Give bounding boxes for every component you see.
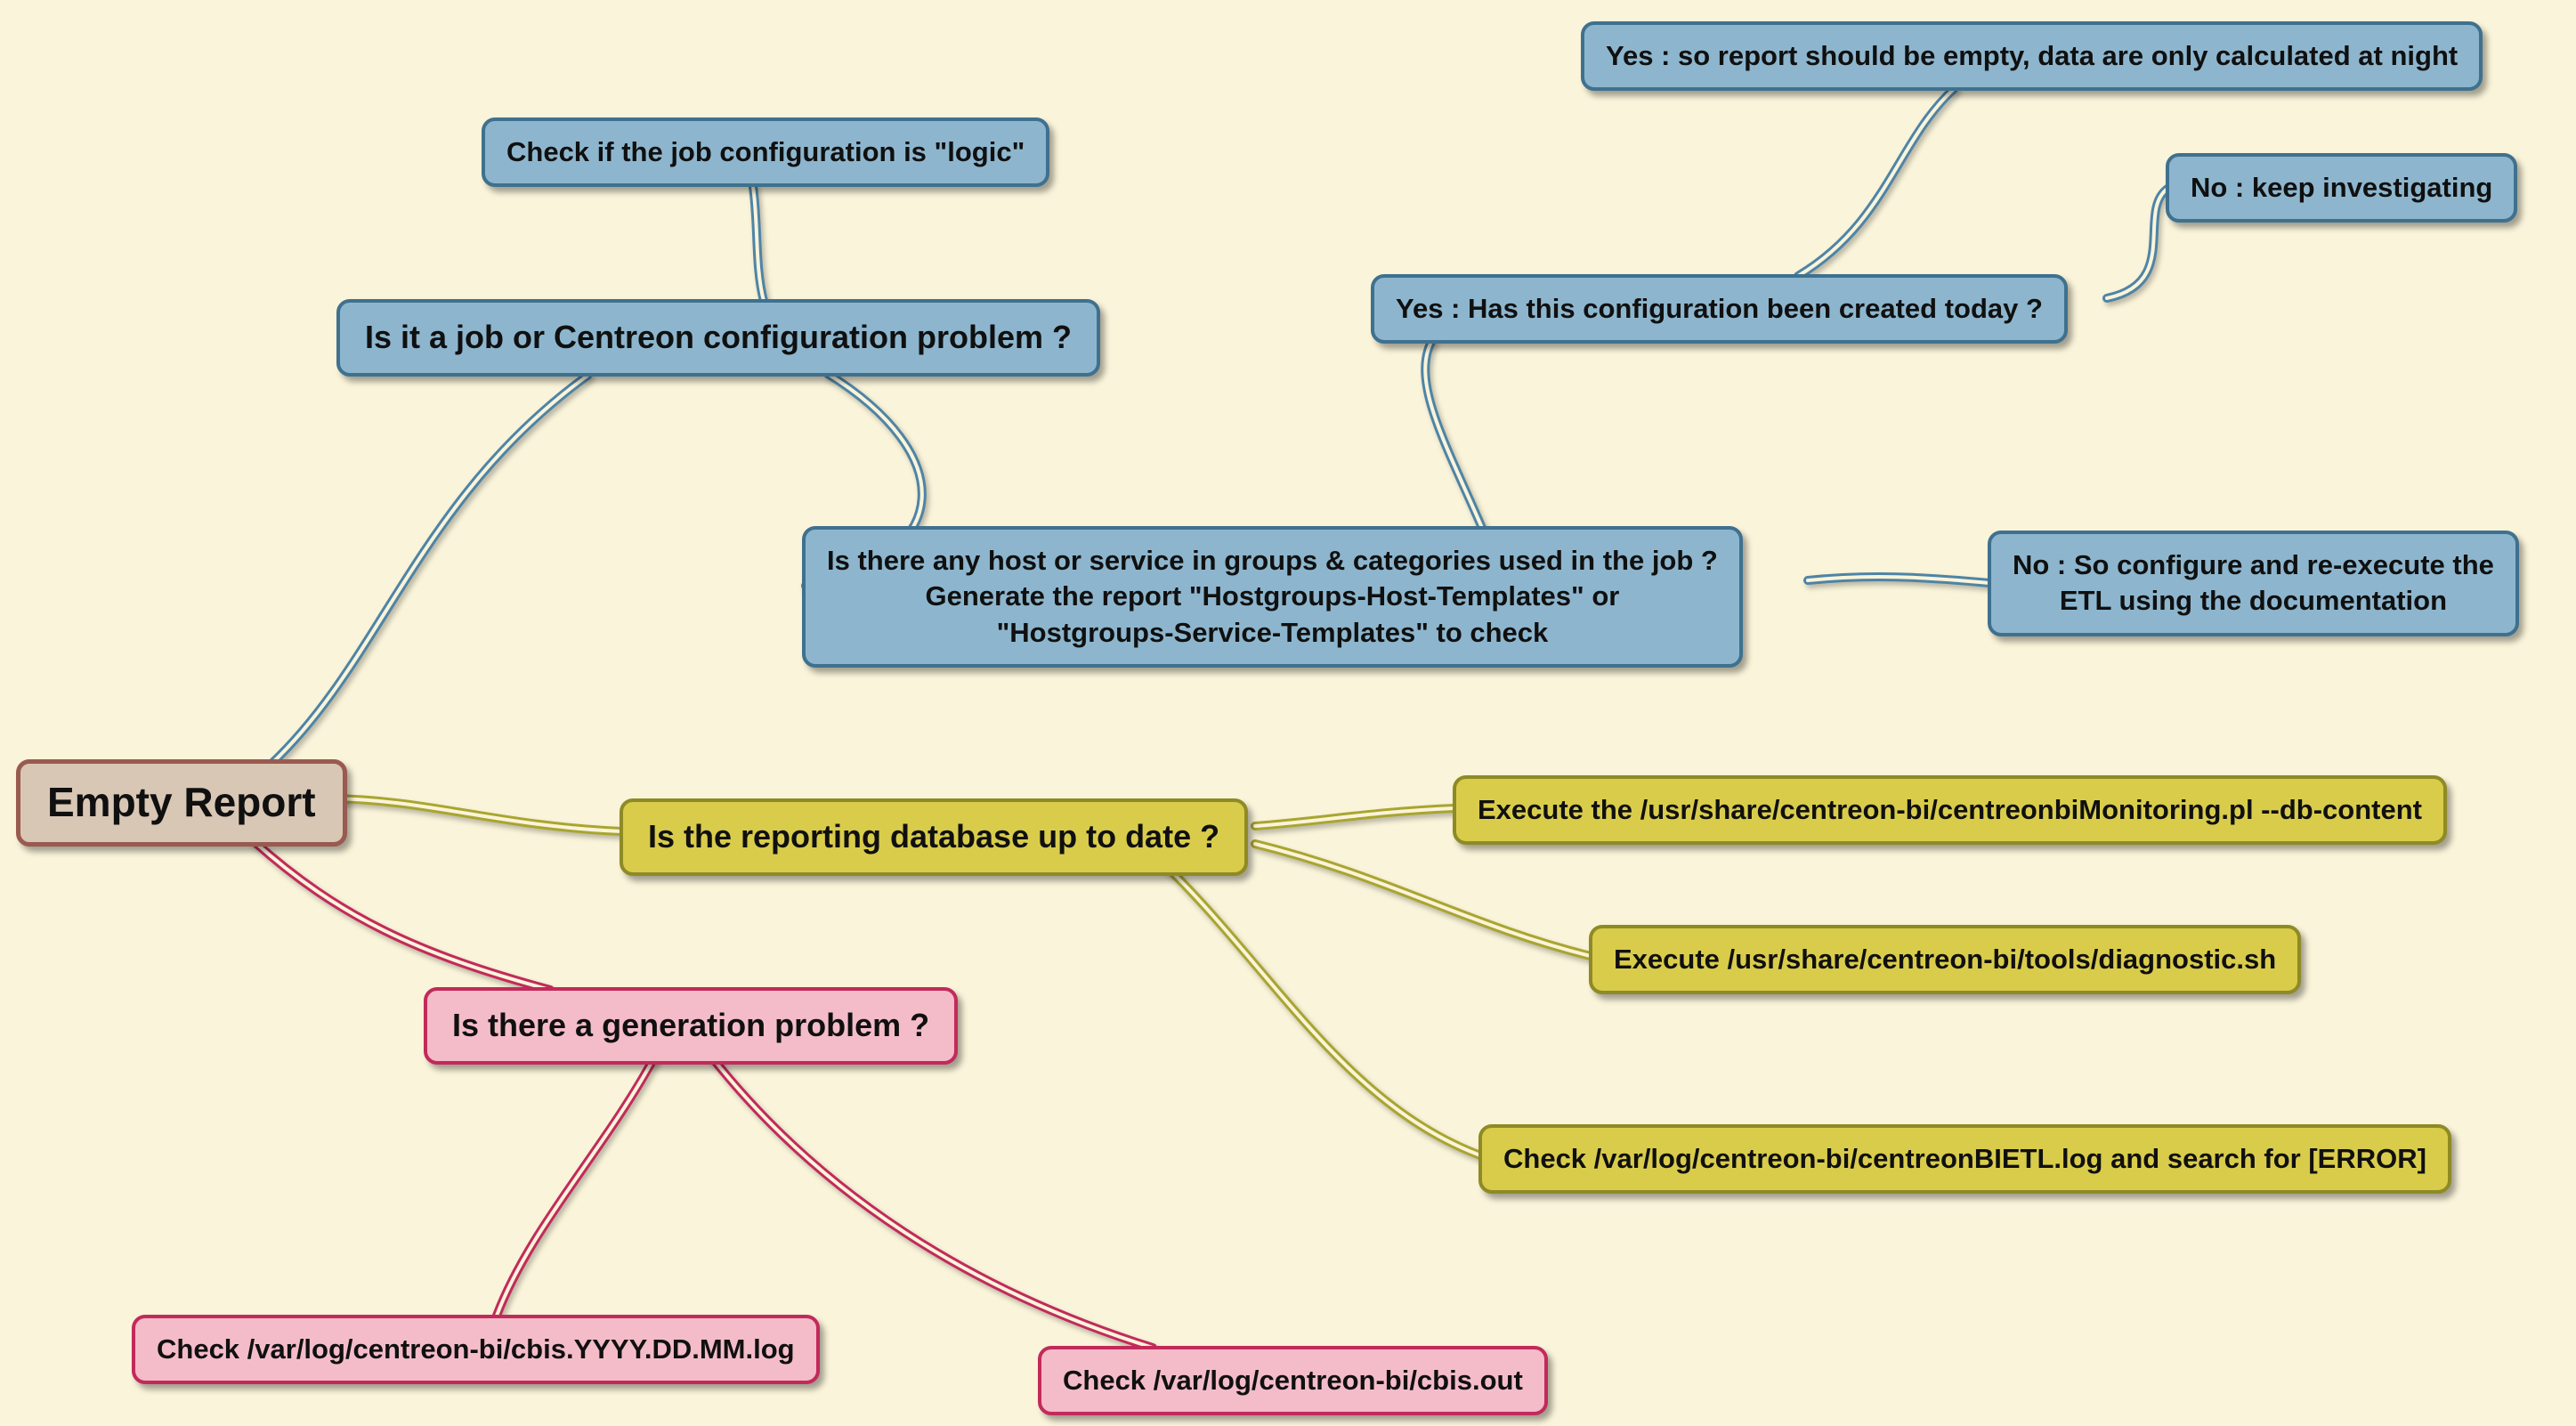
node-yes-created-today[interactable]: Yes : Has this configuration been create… (1371, 274, 2068, 344)
node-host-service-question[interactable]: Is there any host or service in groups &… (802, 526, 1743, 668)
connector-db-question-to-exec-monitoring (1251, 804, 1459, 830)
node-yes-report-empty[interactable]: Yes : so report should be empty, data ar… (1581, 21, 2483, 92)
node-exec-diagnostic[interactable]: Execute /usr/share/centreon-bi/tools/dia… (1589, 925, 2302, 995)
node-job-question[interactable]: Is it a job or Centreon configuration pr… (336, 299, 1101, 377)
connector-gen-question-to-check-cbis-log (492, 1053, 659, 1320)
connector-yes-created-today-to-yes-report-empty (1794, 85, 1958, 280)
connector-job-question-to-check-logic (749, 182, 768, 305)
node-no-keep-investigating[interactable]: No : keep investigating (2166, 153, 2518, 223)
node-db-question[interactable]: Is the reporting database up to date ? (620, 798, 1249, 876)
connector-root-to-db-question (325, 794, 626, 836)
connector-root-to-gen-question (249, 837, 555, 994)
node-check-cbis-log[interactable]: Check /var/log/centreon-bi/cbis.YYYY.DD.… (132, 1315, 820, 1385)
connector-db-question-to-exec-diagnostic (1251, 839, 1595, 960)
connector-host-service-to-no-configure-etl (1803, 572, 1994, 587)
node-check-logic[interactable]: Check if the job configuration is "logic… (482, 117, 1050, 188)
connector-root-to-job-question (267, 371, 592, 768)
node-check-bietl-log[interactable]: Check /var/log/centreon-bi/centreonBIETL… (1478, 1124, 2451, 1195)
node-exec-monitoring[interactable]: Execute the /usr/share/centreon-bi/centr… (1453, 775, 2447, 846)
connector-gen-question-to-check-cbis-out (708, 1053, 1157, 1352)
connector-yes-created-today-to-no-keep-investigating (2102, 184, 2172, 303)
connector-db-question-to-check-bietl-log (1162, 862, 1485, 1160)
node-gen-question[interactable]: Is there a generation problem ? (424, 987, 959, 1065)
node-check-cbis-out[interactable]: Check /var/log/centreon-bi/cbis.out (1038, 1346, 1548, 1416)
node-no-configure-etl[interactable]: No : So configure and re-execute the ETL… (1988, 531, 2519, 636)
connector-host-service-to-yes-created-today (1421, 337, 1486, 532)
node-empty-report[interactable]: Empty Report (16, 759, 347, 847)
